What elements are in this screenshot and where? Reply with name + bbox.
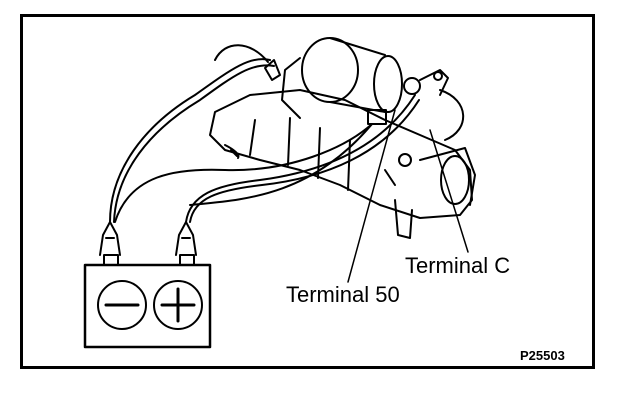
diagram-frame xyxy=(20,14,595,369)
battery xyxy=(83,254,212,349)
terminal-c-label: Terminal C xyxy=(405,253,511,278)
leader-lines xyxy=(347,109,469,283)
starter-motor xyxy=(209,37,476,239)
test-leads xyxy=(109,44,465,223)
battery-clips xyxy=(99,221,197,256)
figure-code: P25503 xyxy=(520,348,565,363)
terminal-50-label: Terminal 50 xyxy=(286,282,400,307)
